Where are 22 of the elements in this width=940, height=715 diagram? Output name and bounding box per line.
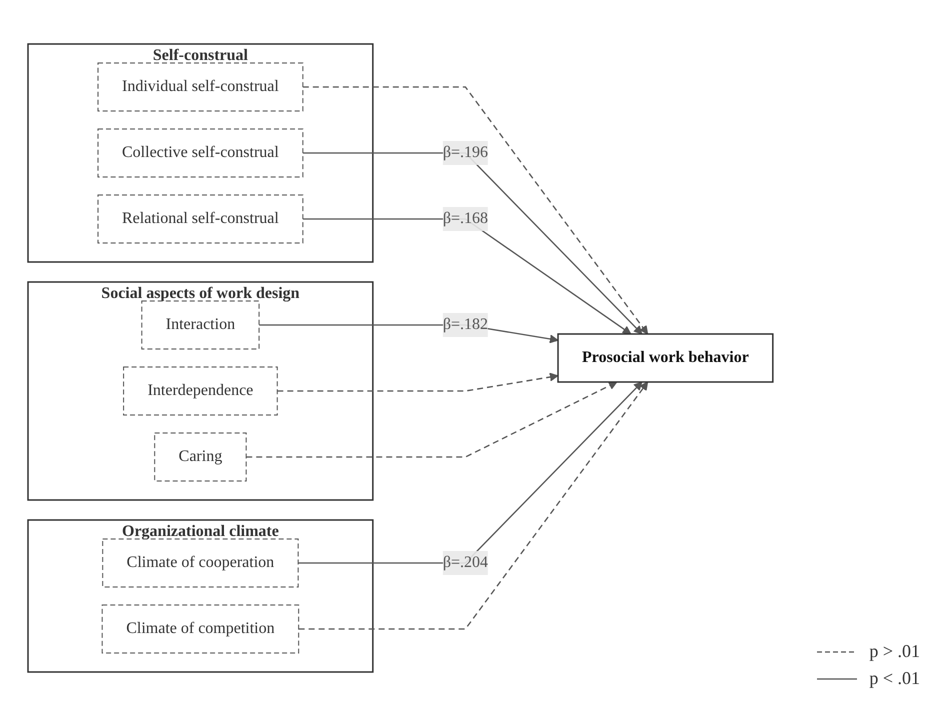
arrow [302, 86, 648, 334]
legend-text: p < .01 [869, 668, 920, 689]
arrow [246, 381, 617, 458]
node-box: Prosocial work behavior [556, 332, 774, 382]
node-box: Collective self-construal [97, 128, 303, 177]
node-box: Caring [154, 432, 246, 481]
node-box: Climate of cooperation [102, 538, 298, 587]
edge-label: β=.204 [442, 554, 488, 570]
arrow [302, 152, 642, 334]
edge-label: β=.196 [442, 144, 488, 160]
node-box: Climate of competition [101, 604, 299, 653]
node-box: Interdependence [122, 366, 278, 415]
node-box: Individual self-construal [97, 62, 303, 111]
arrow [276, 372, 558, 392]
node-box: Interaction [140, 300, 260, 349]
legend-text: p > .01 [869, 641, 920, 662]
node-box: Relational self-construal [97, 194, 303, 243]
arrow [302, 218, 631, 334]
edge-label: β=.168 [442, 210, 488, 226]
arrow [298, 381, 642, 564]
edge-label: β=.182 [442, 316, 488, 332]
arrow [298, 381, 648, 630]
